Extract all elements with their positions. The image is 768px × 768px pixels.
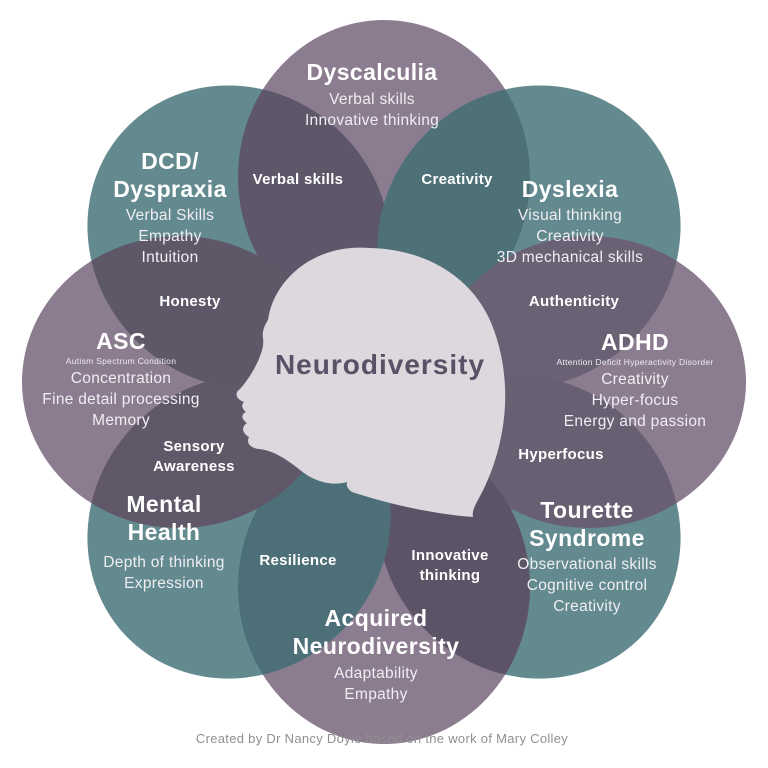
petal-block-dyslexia: Dyslexia Visual thinking Creativity 3D m…: [497, 175, 643, 268]
strength-item: Creativity: [536, 228, 604, 245]
strength-item: Memory: [92, 412, 150, 429]
strength-item: Hyper-focus: [591, 392, 679, 409]
overlap-label-sensory-awareness: Sensory Awareness: [153, 438, 235, 475]
overlap-label-honesty: Honesty: [159, 293, 221, 310]
overlap-label-resilience: Resilience: [259, 552, 337, 569]
petal-block-mental-health: Mental Health Depth of thinking Expressi…: [103, 490, 224, 594]
strength-item: Visual thinking: [517, 207, 623, 224]
petal-title-tourette-syndrome: Tourette Syndrome: [529, 497, 645, 551]
strength-item: Creativity: [553, 598, 621, 615]
center-title: Neurodiversity: [274, 349, 486, 380]
overlap-label-authenticity: Authenticity: [528, 293, 620, 310]
strength-item: Energy and passion: [563, 413, 707, 430]
petal-block-asc: ASC Autism Spectrum Condition Concentrat…: [42, 327, 199, 431]
strength-item: Cognitive control: [526, 577, 648, 594]
strength-item: Verbal skills: [329, 91, 415, 108]
petal-subtitle-asc: Autism Spectrum Condition: [65, 356, 177, 366]
strength-item: Empathy: [344, 686, 408, 703]
strength-item: 3D mechanical skills: [496, 249, 644, 266]
petal-title-mental-health: Mental Health: [126, 491, 202, 545]
strength-item: Observational skills: [517, 556, 657, 573]
petal-title-dyslexia: Dyslexia: [521, 176, 619, 202]
overlap-label-creativity: Creativity: [421, 171, 493, 188]
overlap-label-verbal-skills: Verbal skills: [252, 171, 344, 188]
strength-item: Empathy: [138, 228, 202, 245]
petal-block-acquired-neurodiversity: Acquired Neurodiversity Adaptability Emp…: [251, 604, 501, 705]
strength-item: Creativity: [601, 371, 669, 388]
petal-title-acquired-neurodiversity: Acquired Neurodiversity: [292, 605, 460, 659]
petal-block-dcd-dyspraxia: DCD/ Dyspraxia Verbal Skills Empathy Int…: [100, 147, 240, 268]
strength-item: Fine detail processing: [42, 391, 200, 408]
footer-credit: Created by Dr Nancy Doyle based on the w…: [195, 731, 569, 746]
strength-item: Expression: [124, 575, 204, 592]
petal-title-dcd-dyspraxia: DCD/ Dyspraxia: [113, 148, 227, 202]
strength-item: Innovative thinking: [304, 112, 440, 129]
strength-item: Concentration: [70, 370, 172, 387]
petal-title-adhd: ADHD: [600, 329, 670, 355]
petal-subtitle-adhd: Attention Deficit Hyperactivity Disorder: [556, 357, 714, 367]
petal-title-dyscalculia: Dyscalculia: [306, 59, 438, 85]
head-silhouette: [236, 247, 506, 517]
petal-block-adhd: ADHD Attention Deficit Hyperactivity Dis…: [556, 328, 713, 432]
strength-item: Verbal Skills: [125, 207, 215, 224]
overlap-label-hyperfocus: Hyperfocus: [518, 446, 604, 463]
petal-block-tourette-syndrome: Tourette Syndrome Observational skills C…: [502, 496, 672, 617]
strength-item: Intuition: [141, 249, 199, 266]
strength-item: Adaptability: [334, 665, 418, 682]
overlap-label-innovative-thinking: Innovative thinking: [411, 547, 489, 584]
petal-title-asc: ASC: [96, 328, 146, 354]
strength-item: Depth of thinking: [103, 554, 225, 571]
petal-block-dyscalculia: Dyscalculia Verbal skills Innovative thi…: [305, 58, 439, 131]
